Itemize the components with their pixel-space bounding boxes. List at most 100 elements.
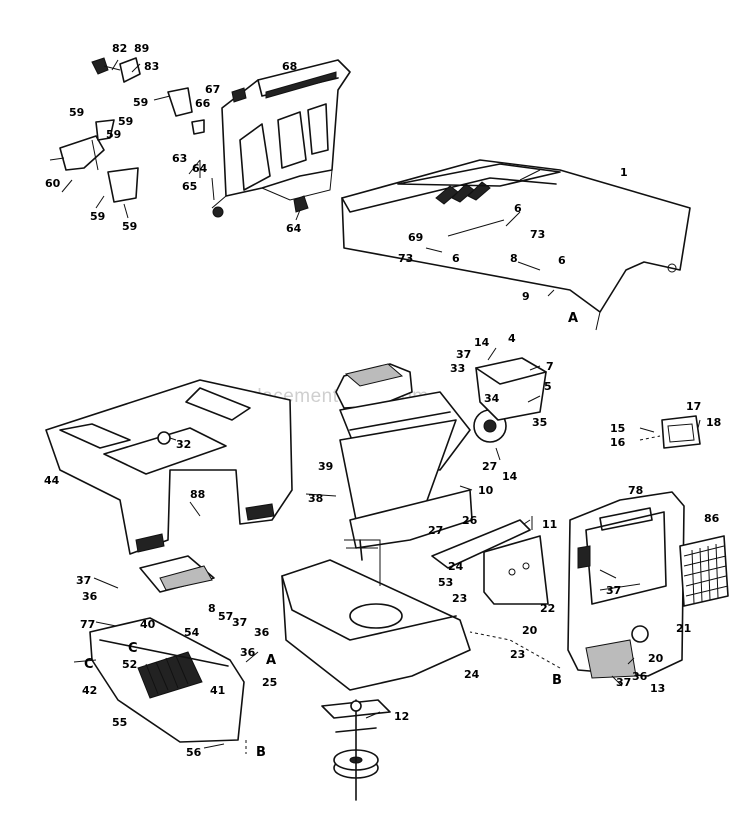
callout-7: 7 [546, 360, 554, 373]
callout-37: 37 [456, 348, 471, 361]
callout-6: 6 [514, 202, 522, 215]
callout-88: 88 [190, 488, 205, 501]
callout-37: 37 [606, 584, 621, 597]
callout-68: 68 [282, 60, 297, 73]
callout-20: 20 [648, 652, 664, 665]
callout-59: 59 [90, 210, 105, 223]
frame [281, 539, 471, 691]
muffler [475, 357, 547, 421]
callout-33: 33 [450, 362, 465, 375]
steering-bracket [431, 516, 549, 605]
callout-73: 73 [530, 228, 545, 241]
callout-57: 57 [218, 610, 233, 623]
callout-9: 9 [522, 290, 530, 303]
callout-67: 67 [205, 83, 220, 96]
callout-21: 21 [676, 622, 691, 635]
callout-56: 56 [186, 746, 202, 759]
callout-8: 8 [208, 602, 216, 615]
callout-4: 4 [508, 332, 516, 345]
callout-C: C [84, 657, 94, 672]
callout-54: 54 [184, 626, 200, 639]
grille-housing [567, 491, 685, 679]
callout-20: 20 [522, 624, 538, 637]
exhaust-chute [339, 419, 473, 561]
callout-13: 13 [650, 682, 665, 695]
callout-37: 37 [76, 574, 91, 587]
callout-10: 10 [478, 484, 494, 497]
callout-A: A [266, 653, 276, 668]
callout-36: 36 [82, 590, 98, 603]
callout-64: 64 [192, 162, 208, 175]
callout-69: 69 [408, 231, 423, 244]
callout-59: 59 [106, 128, 121, 141]
callout-B: B [552, 673, 562, 688]
callout-24: 24 [464, 668, 480, 681]
callout-37: 37 [616, 676, 631, 689]
callout-5: 5 [544, 380, 552, 393]
callout-8: 8 [510, 252, 518, 265]
callout-52: 52 [122, 658, 137, 671]
callout-44: 44 [44, 474, 60, 487]
callout-59: 59 [69, 106, 84, 119]
callout-34: 34 [484, 392, 500, 405]
callout-59: 59 [133, 96, 148, 109]
callout-23: 23 [510, 648, 525, 661]
callout-59: 59 [118, 115, 133, 128]
callout-15: 15 [610, 422, 625, 435]
callout-26: 26 [462, 514, 478, 527]
callout-22: 22 [540, 602, 555, 615]
callout-82: 82 [112, 42, 127, 55]
callout-16: 16 [610, 436, 626, 449]
callout-73: 73 [398, 252, 413, 265]
callout-53: 53 [438, 576, 453, 589]
throttle-lever [49, 119, 139, 203]
engine-pulley [321, 699, 391, 801]
callout-65: 65 [182, 180, 197, 193]
callout-17: 17 [686, 400, 701, 413]
callout-32: 32 [176, 438, 191, 451]
callout-41: 41 [210, 684, 225, 697]
callout-77: 77 [80, 618, 95, 631]
callout-23: 23 [452, 592, 467, 605]
callout-B: B [256, 745, 266, 760]
callout-37: 37 [232, 616, 247, 629]
callout-78: 78 [628, 484, 643, 497]
callout-64: 64 [286, 222, 302, 235]
callout-14: 14 [502, 470, 518, 483]
callout-6: 6 [452, 252, 460, 265]
callout-25: 25 [262, 676, 277, 689]
front-shield [89, 617, 245, 743]
callout-40: 40 [140, 618, 156, 631]
callout-36: 36 [632, 670, 648, 683]
callout-89: 89 [134, 42, 149, 55]
callout-24: 24 [448, 560, 464, 573]
callout-55: 55 [112, 716, 127, 729]
callout-59: 59 [122, 220, 137, 233]
callout-36: 36 [240, 646, 256, 659]
callouts: 82 89 83 59 67 68 66 59 59 59 60 59 59 6… [44, 42, 721, 760]
callout-36: 36 [254, 626, 270, 639]
callout-86: 86 [704, 512, 720, 525]
callout-60: 60 [45, 177, 61, 190]
dash-panel [211, 59, 351, 218]
callout-1: 1 [620, 166, 628, 179]
callout-63: 63 [172, 152, 187, 165]
grille-screen [679, 535, 729, 607]
callout-A: A [568, 311, 578, 326]
rear-fender [45, 379, 293, 555]
callout-83: 83 [144, 60, 159, 73]
callout-6: 6 [558, 254, 566, 267]
callout-66: 66 [195, 97, 211, 110]
callout-27: 27 [482, 460, 497, 473]
callout-42: 42 [82, 684, 97, 697]
ignition-key [91, 57, 141, 83]
floor-pad [139, 555, 215, 593]
hood [341, 159, 691, 331]
callout-35: 35 [532, 416, 547, 429]
callout-39: 39 [318, 460, 333, 473]
leader-lines [61, 59, 701, 754]
callout-12: 12 [394, 710, 409, 723]
headlight [661, 415, 701, 449]
callout-C: C [128, 641, 138, 656]
